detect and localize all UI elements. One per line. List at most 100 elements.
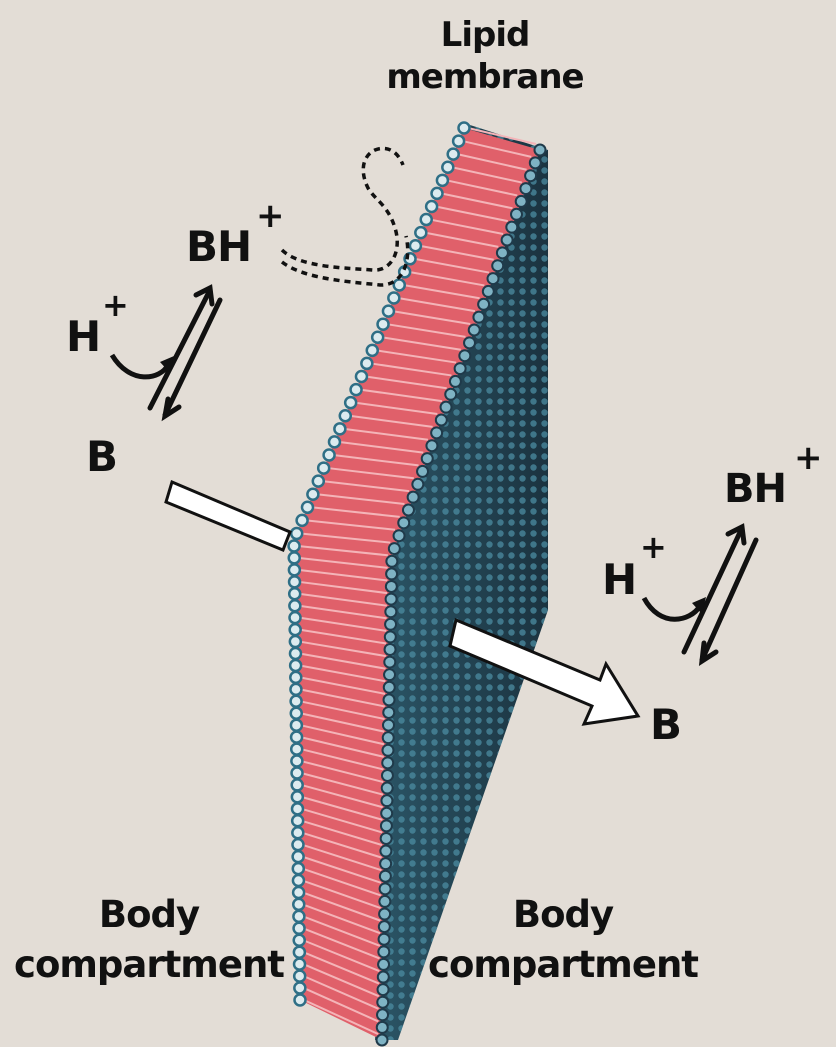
right-h-uptake-arrow bbox=[644, 598, 700, 619]
lipid-head-group bbox=[379, 934, 390, 945]
lipid-head-group bbox=[384, 669, 395, 680]
membrane-label-line1: Lipid bbox=[380, 14, 590, 56]
lipid-head-group bbox=[382, 745, 393, 756]
lipid-head-group bbox=[386, 581, 397, 592]
lipid-head-group bbox=[293, 899, 304, 910]
lipid-head-group bbox=[380, 846, 391, 857]
lipid-head-group bbox=[511, 209, 522, 220]
lipid-head-group bbox=[383, 720, 394, 731]
lipid-head-group bbox=[408, 492, 419, 503]
left-h-uptake-arrow bbox=[112, 355, 168, 377]
lipid-head-group bbox=[289, 564, 300, 575]
lipid-head-group bbox=[290, 612, 301, 623]
lipid-head-group bbox=[394, 530, 405, 541]
lipid-head-group bbox=[378, 972, 389, 983]
lipid-head-group bbox=[378, 319, 389, 330]
lipid-head-group bbox=[394, 279, 405, 290]
lipid-head-group bbox=[378, 984, 389, 995]
lipid-head-group bbox=[292, 827, 303, 838]
lipid-head-group bbox=[291, 732, 302, 743]
lipid-head-group bbox=[302, 502, 313, 513]
lipid-head-group bbox=[294, 971, 305, 982]
lipid-head-group bbox=[291, 696, 302, 707]
lipid-head-group bbox=[292, 803, 303, 814]
lipid-head-group bbox=[293, 887, 304, 898]
bh-dashed-path bbox=[282, 148, 403, 270]
lipid-head-group bbox=[377, 1035, 388, 1046]
lipid-head-group bbox=[291, 708, 302, 719]
lipid-head-group bbox=[294, 935, 305, 946]
lipid-head-group bbox=[483, 286, 494, 297]
lipid-head-group bbox=[384, 694, 395, 705]
lipid-head-group bbox=[292, 815, 303, 826]
lipid-head-group bbox=[290, 624, 301, 635]
lipid-head-group bbox=[520, 183, 531, 194]
lipid-head-group bbox=[382, 783, 393, 794]
lipid-head-group bbox=[453, 136, 464, 147]
lipid-head-group bbox=[535, 145, 546, 156]
lipid-head-group bbox=[502, 235, 513, 246]
lipid-head-group bbox=[378, 946, 389, 957]
lipid-head-group bbox=[292, 839, 303, 850]
lipid-head-group bbox=[292, 779, 303, 790]
lipid-head-group bbox=[464, 337, 475, 348]
lipid-head-group bbox=[450, 376, 461, 387]
lipid-head-group bbox=[383, 306, 394, 317]
lipid-head-group bbox=[294, 923, 305, 934]
right-equilibrium-arrows bbox=[684, 527, 756, 661]
lipid-head-group bbox=[385, 619, 396, 630]
lipid-head-group bbox=[441, 402, 452, 413]
lipid-head-group bbox=[506, 222, 517, 233]
left-compartment-line2: compartment bbox=[14, 940, 284, 990]
left-bh-label: BH bbox=[186, 222, 251, 271]
lipid-head-group bbox=[356, 371, 367, 382]
lipid-head-group bbox=[380, 858, 391, 869]
lipid-head-group bbox=[318, 463, 329, 474]
lipid-head-group bbox=[436, 415, 447, 426]
lipid-head-group bbox=[293, 851, 304, 862]
lipid-head-group bbox=[381, 833, 392, 844]
right-compartment-line1: Body bbox=[428, 890, 698, 940]
lipid-head-group bbox=[426, 201, 437, 212]
lipid-head-group bbox=[389, 543, 400, 554]
lipid-head-group bbox=[377, 1022, 388, 1033]
lipid-head-group bbox=[291, 528, 302, 539]
lipid-head-group bbox=[372, 332, 383, 343]
lipid-head-group bbox=[367, 345, 378, 356]
lipid-head-group bbox=[382, 770, 393, 781]
lipid-head-group bbox=[383, 732, 394, 743]
lipid-head-group bbox=[421, 214, 432, 225]
lipid-head-group bbox=[361, 358, 372, 369]
lipid-head-group bbox=[381, 795, 392, 806]
lipid-head-group bbox=[294, 959, 305, 970]
lipid-head-group bbox=[379, 896, 390, 907]
lipid-head-group bbox=[297, 515, 308, 526]
lipid-head-group bbox=[290, 660, 301, 671]
lipid-head-group bbox=[432, 188, 443, 199]
right-h-label: H bbox=[602, 555, 636, 604]
lipid-head-group bbox=[488, 273, 499, 284]
lipid-head-group bbox=[388, 293, 399, 304]
lipid-head-group bbox=[386, 568, 397, 579]
right-b-label: B bbox=[650, 700, 681, 749]
lipid-head-group bbox=[398, 517, 409, 528]
lipid-head-group bbox=[422, 453, 433, 464]
lipid-head-group bbox=[289, 588, 300, 599]
lipid-head-group bbox=[292, 791, 303, 802]
lipid-head-group bbox=[380, 883, 391, 894]
lipid-head-group bbox=[291, 744, 302, 755]
lipid-head-group bbox=[386, 594, 397, 605]
lipid-head-group bbox=[377, 997, 388, 1008]
lipid-head-group bbox=[293, 875, 304, 886]
lipid-head-group bbox=[448, 149, 459, 160]
right-compartment-label: Body compartment bbox=[428, 890, 698, 990]
lipid-head-group bbox=[459, 123, 470, 134]
lipid-head-group bbox=[385, 644, 396, 655]
lipid-head-group bbox=[334, 423, 345, 434]
lipid-head-group bbox=[351, 384, 362, 395]
lipid-head-group bbox=[380, 871, 391, 882]
lipid-head-group bbox=[469, 325, 480, 336]
lipid-head-group bbox=[403, 505, 414, 516]
lipid-head-group bbox=[381, 820, 392, 831]
